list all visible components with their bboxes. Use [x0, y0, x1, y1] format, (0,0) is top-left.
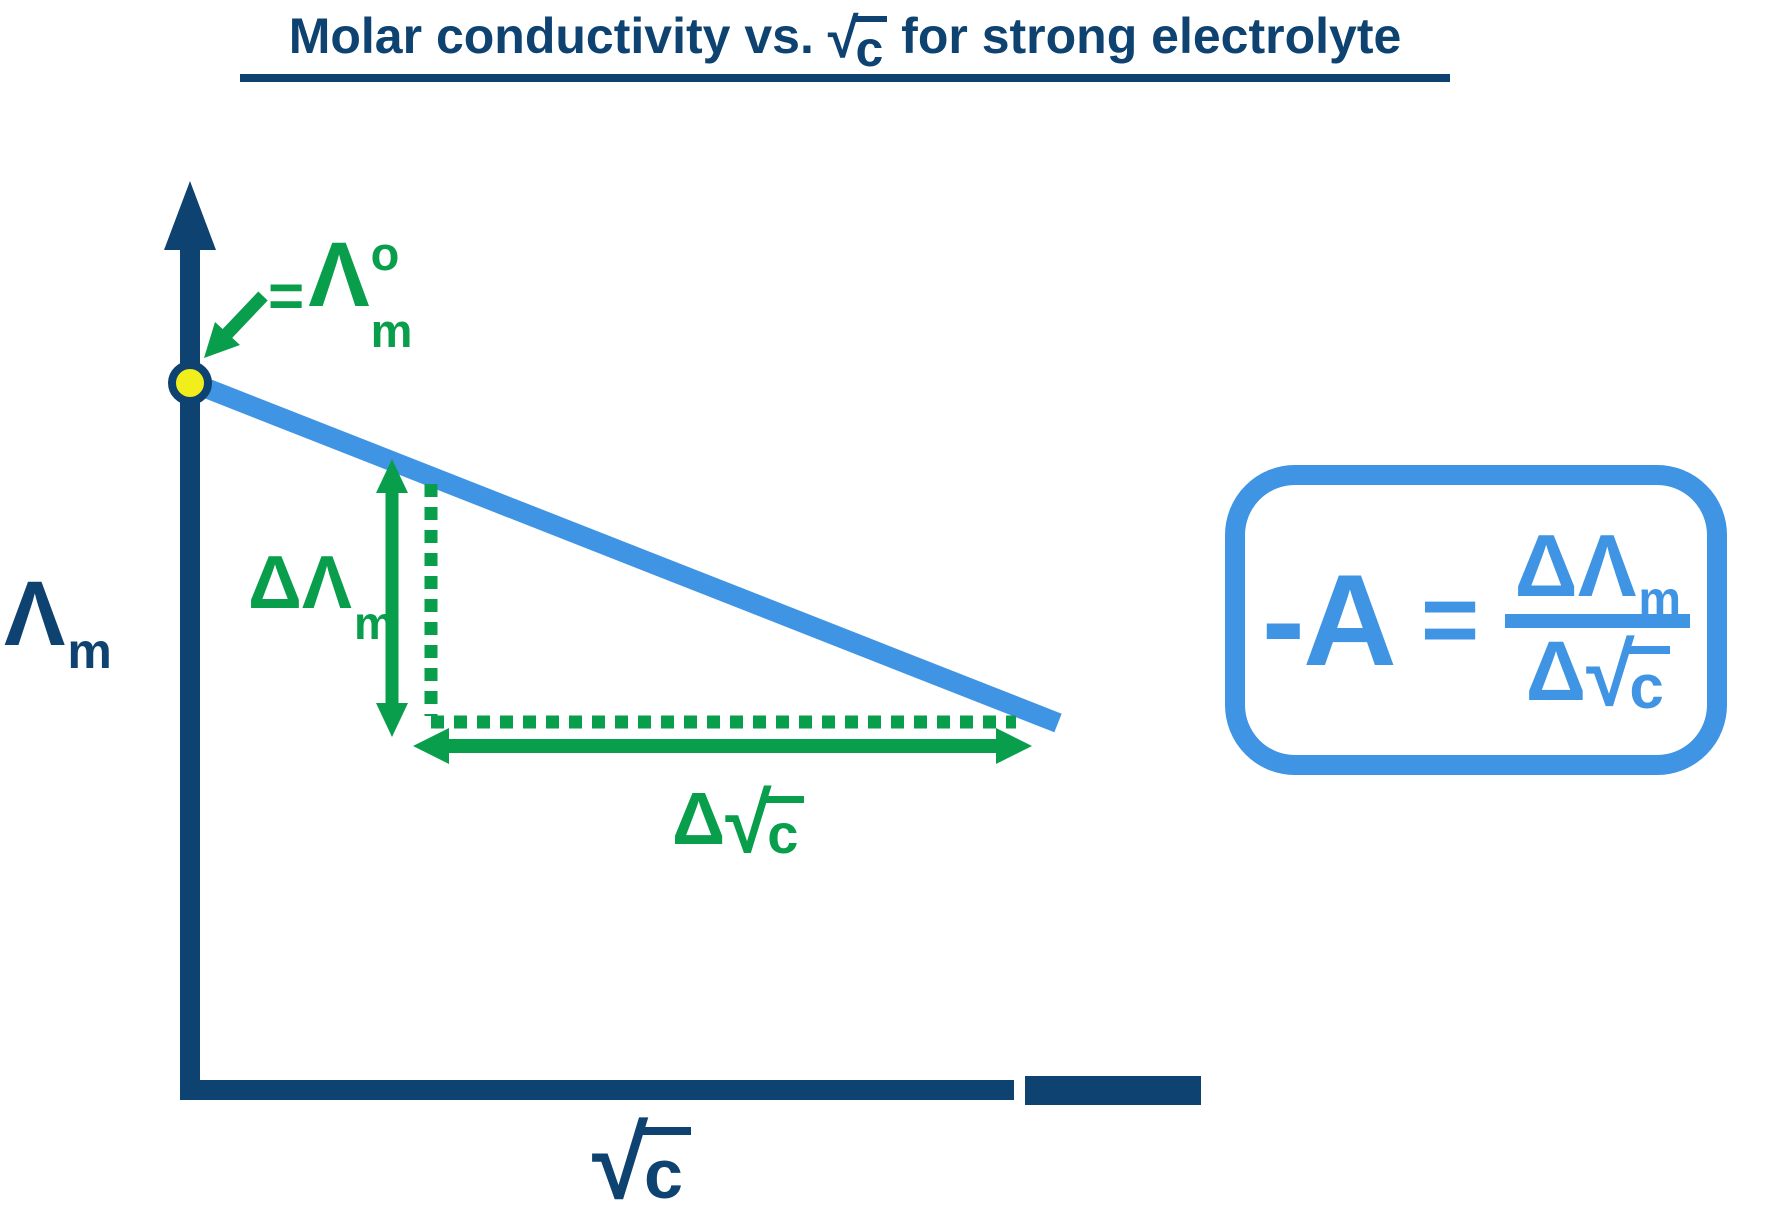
numerator-text: ΔΛ [1514, 516, 1637, 616]
formula-lhs: -A [1261, 547, 1397, 693]
slope-formula-box: -A = ΔΛ m Δ √ c [1225, 465, 1727, 775]
delta-lambda-arrowhead-down-icon [376, 703, 408, 737]
formula-fraction: ΔΛ m Δ √ c [1505, 516, 1691, 725]
intercept-annotation: = Λ o m [268, 224, 413, 357]
delta-lambda-arrowhead-up-icon [376, 459, 408, 493]
intercept-point [168, 361, 212, 405]
radicand: c [764, 796, 805, 862]
delta-sign: Δ [1525, 624, 1587, 719]
delta-lambda-label: ΔΛ m [248, 540, 395, 646]
fraction-denominator: Δ √ c [1525, 624, 1670, 725]
delta-sqrtc-label: Δ √ c [672, 776, 805, 870]
delta-sign: Δ [672, 777, 726, 860]
title-part2: for strong electrolyte [887, 8, 1402, 64]
fraction-numerator: ΔΛ m [1514, 516, 1681, 624]
lambda-superscript: o [370, 227, 400, 280]
delta-sqrtc-arrowhead-right-icon [996, 728, 1032, 764]
delta-lambda-text: ΔΛ [248, 540, 352, 624]
x-axis-label: √ c [592, 1106, 691, 1216]
title-sqrt: √c [827, 6, 888, 74]
formula-equals: = [1420, 564, 1480, 676]
lambda-subscript: m [370, 303, 413, 357]
radical-sign: √ [827, 6, 859, 69]
delta-sqrtc-arrowhead-left-icon [413, 728, 449, 764]
intercept-arrowhead-icon [204, 322, 240, 358]
y-axis-symbol: Λ [4, 563, 66, 665]
y-axis-label: Λ m [4, 563, 112, 676]
delta-lambda-subscript: m [353, 597, 395, 649]
lambda-supsub: o m [370, 227, 413, 357]
y-axis-subscript: m [67, 623, 112, 679]
radical-sign: √ [592, 1106, 648, 1216]
axes-lines [180, 244, 1014, 1100]
intercept-arrow-shaft [220, 291, 268, 341]
numerator-subscript: m [1638, 573, 1682, 627]
x-axis-end-bar [1025, 1076, 1201, 1105]
page-title: Molar conductivity vs. √c for strong ele… [240, 6, 1450, 82]
equals-sign: = [268, 262, 305, 331]
fraction-bar [1505, 614, 1691, 629]
radicand: c [639, 1127, 691, 1209]
title-part1: Molar conductivity vs. [288, 8, 828, 64]
radicand: c [1626, 646, 1670, 719]
radicand: c [853, 16, 888, 74]
conductivity-line [189, 373, 1062, 733]
y-axis-arrowhead-icon [164, 181, 216, 250]
lambda-symbol: Λ [308, 224, 370, 326]
radical-sign: √ [725, 776, 772, 870]
radical-sign: √ [1586, 625, 1635, 725]
